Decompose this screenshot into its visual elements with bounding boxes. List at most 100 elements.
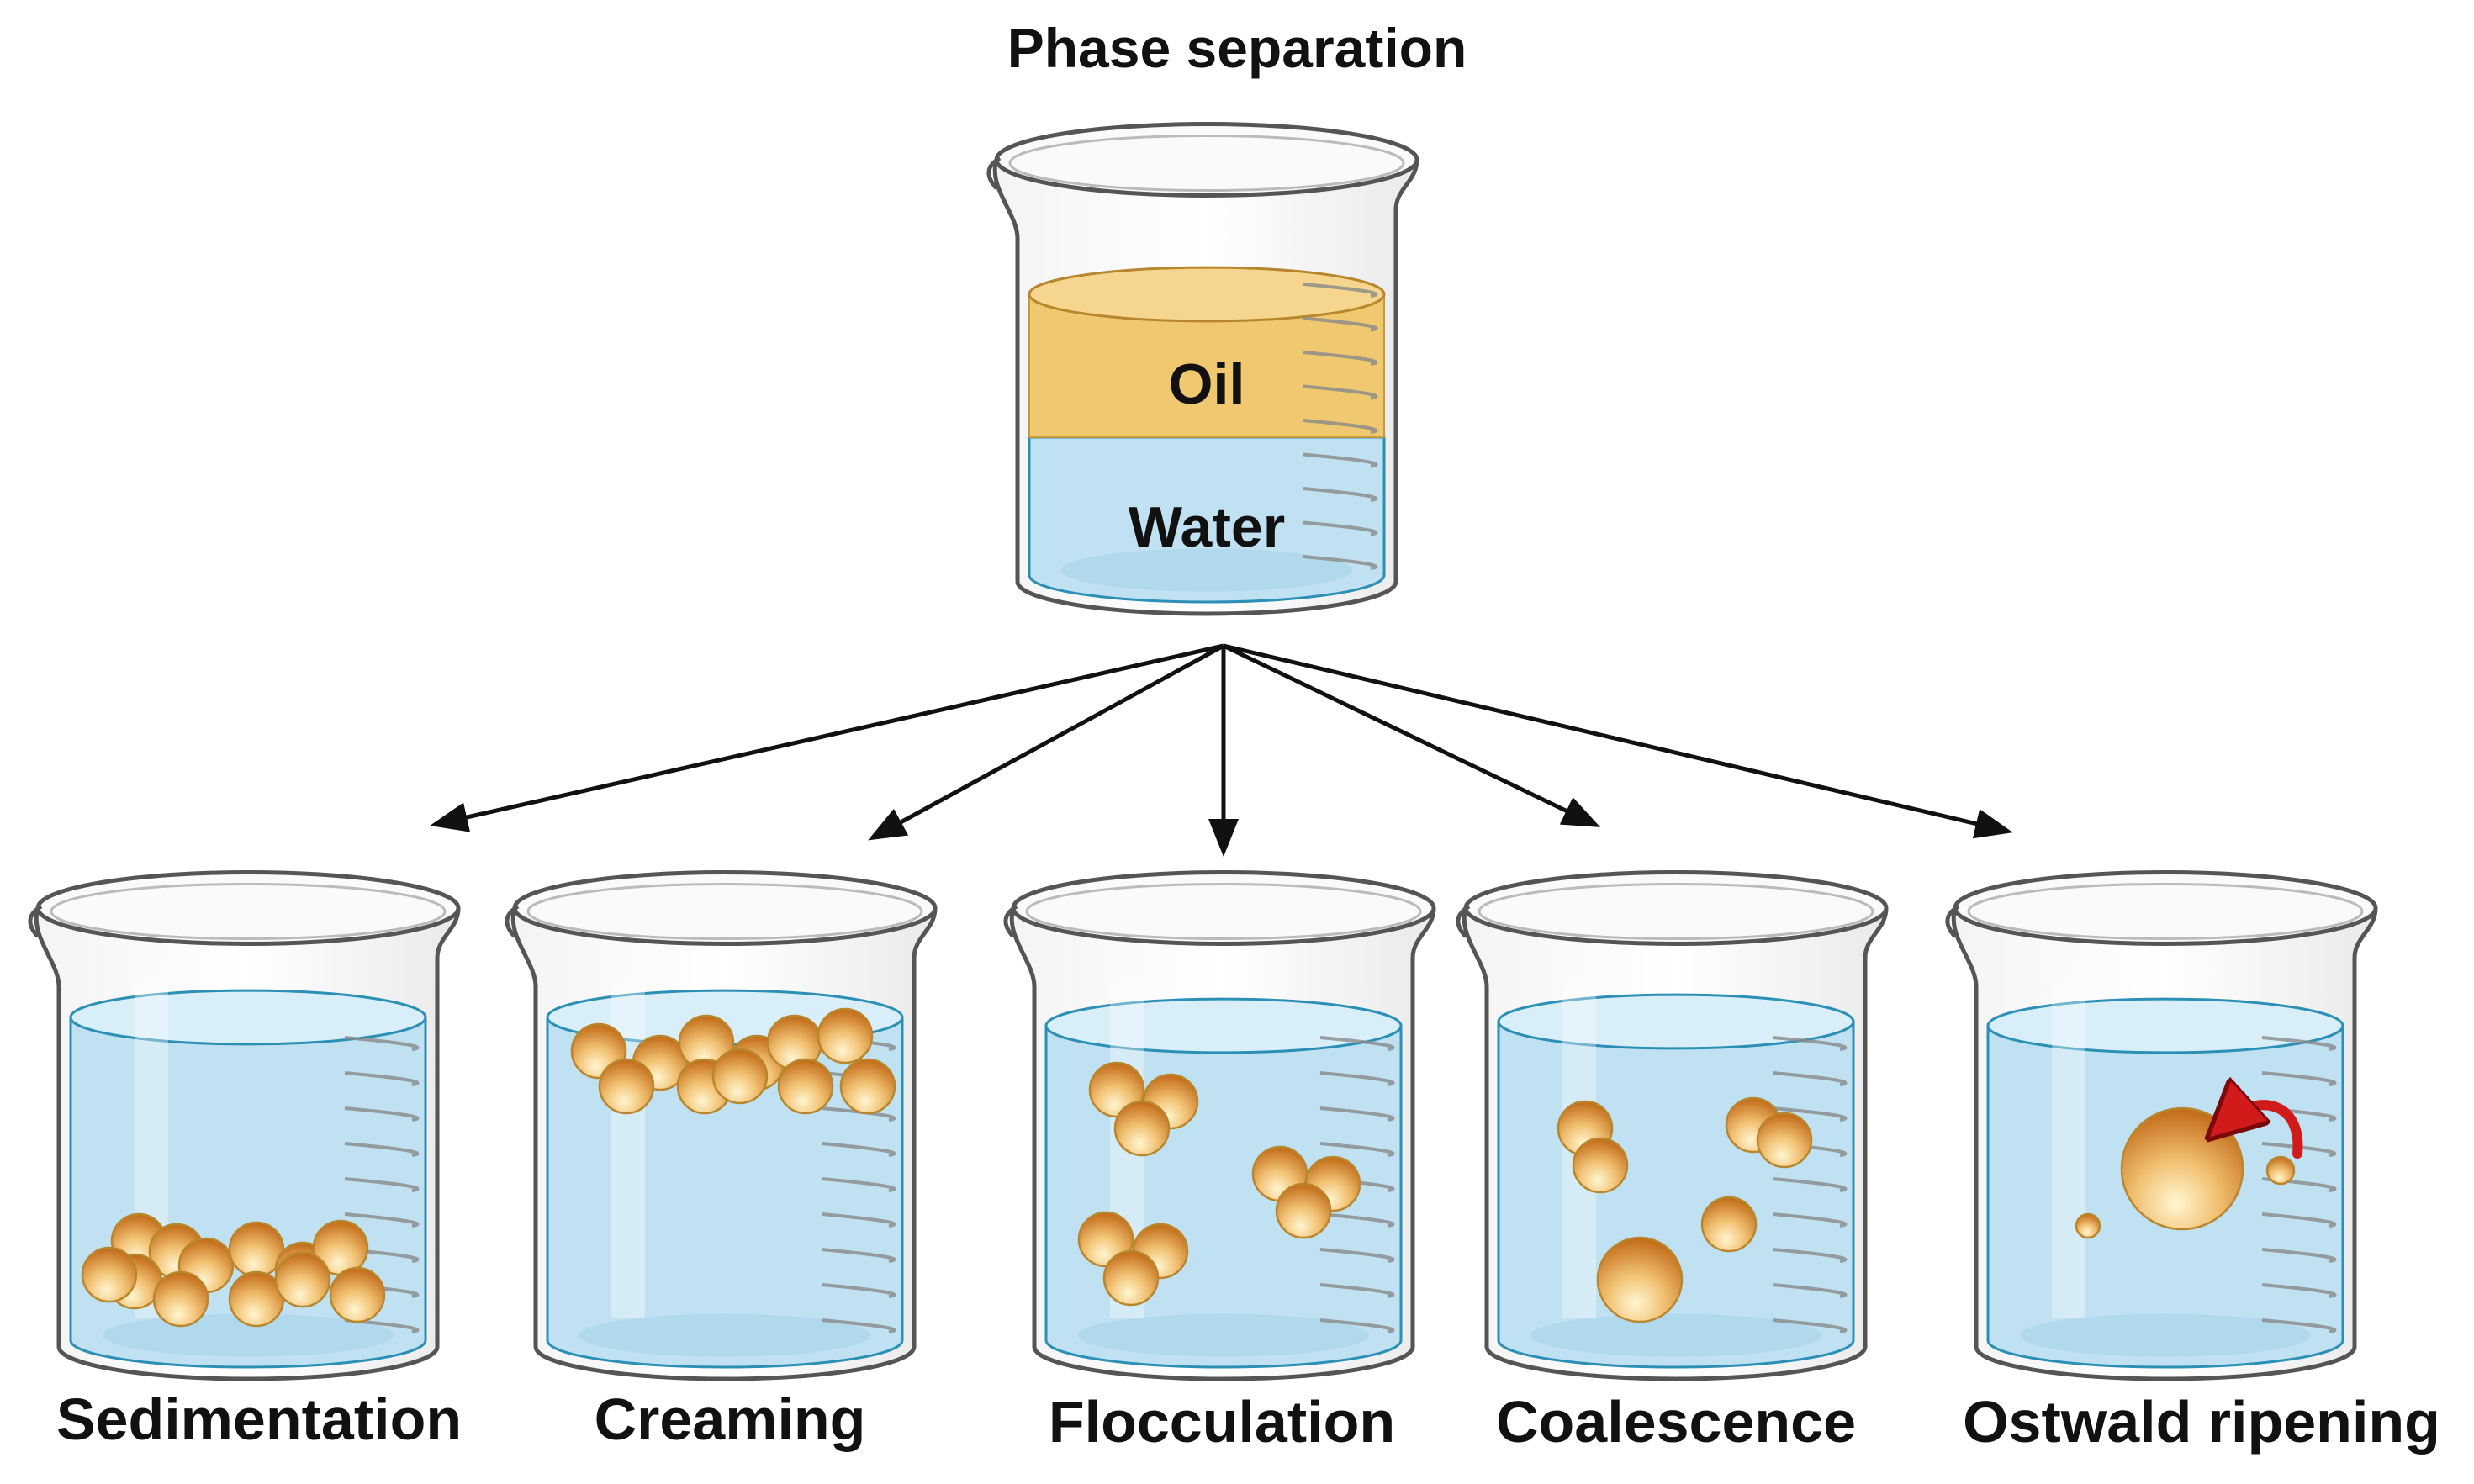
label-ostwald-ripening: Ostwald ripening: [1963, 1389, 2440, 1455]
beaker-rim-inner: [1967, 883, 2364, 940]
oil-droplet: [2265, 1155, 2296, 1186]
oil-droplet: [329, 1266, 386, 1323]
graduation-mark: [821, 1106, 896, 1122]
oil-droplet: [1596, 1236, 1684, 1323]
beaker-spout: [1945, 904, 1960, 938]
beaker-spout: [28, 904, 43, 938]
graduation-mark: [821, 1212, 896, 1228]
graduation-mark: [1772, 1248, 1848, 1263]
graduation-mark: [2261, 1036, 2337, 1051]
oil-surface: [1028, 266, 1386, 323]
graduation-mark: [344, 1036, 420, 1051]
beaker-spout: [505, 904, 520, 938]
graduation-mark: [1303, 351, 1378, 366]
oil-droplet: [1756, 1112, 1813, 1169]
graduation-mark: [2261, 1248, 2337, 1263]
label-flocculation: Flocculation: [1049, 1389, 1395, 1455]
graduation-mark: [1772, 1106, 1848, 1122]
oil-droplet: [711, 1048, 769, 1105]
graduation-mark: [821, 1177, 896, 1192]
beaker-creaming: [505, 870, 938, 1381]
graduation-mark: [1303, 419, 1378, 434]
graduation-mark: [1319, 1106, 1395, 1122]
graduation-mark: [1319, 1248, 1395, 1263]
beaker-bottom-shade: [579, 1313, 871, 1357]
graduation-mark: [1772, 1036, 1848, 1051]
beaker-flocculation: [1003, 870, 1436, 1381]
oil-droplet: [1275, 1182, 1332, 1239]
water-surface: [69, 989, 427, 1046]
beaker-bottom-shade: [1530, 1313, 1822, 1357]
oil-droplet: [777, 1058, 834, 1115]
arrow-to-creaming: [868, 643, 1225, 841]
beaker-spout: [1456, 904, 1471, 938]
beaker-ostwald-ripening: [1945, 870, 2378, 1381]
graduation-mark: [1319, 1036, 1395, 1051]
beaker-rim-inner: [1008, 135, 1405, 192]
water-surface: [1497, 993, 1855, 1050]
beaker-bottom-shade: [2019, 1313, 2312, 1357]
graduation-mark: [344, 1212, 420, 1228]
graduation-mark: [1303, 452, 1378, 468]
water-surface: [1044, 997, 1403, 1054]
oil-label: Oil: [1169, 352, 1245, 416]
glass-highlight: [2052, 980, 2085, 1319]
beaker-coalescence: [1456, 870, 1889, 1381]
arrow-to-ostwald-ripening: [1223, 643, 2013, 839]
graduation-mark: [821, 1142, 896, 1157]
graduation-mark: [2261, 1071, 2337, 1086]
graduation-mark: [1303, 283, 1378, 298]
oil-droplet: [1113, 1100, 1171, 1157]
ripening-arrow: [2228, 1105, 2303, 1159]
graduation-mark: [1303, 520, 1378, 536]
graduation-mark: [2261, 1318, 2337, 1333]
oil-droplet: [598, 1058, 655, 1115]
beaker-spout: [986, 156, 1002, 190]
graduation-mark: [2261, 1142, 2337, 1157]
graduation-mark: [1772, 1318, 1848, 1333]
graduation-mark: [1303, 316, 1378, 332]
water-surface: [1986, 997, 2344, 1054]
arrow-to-sedimentation: [430, 643, 1224, 832]
graduation-mark: [1319, 1212, 1395, 1228]
graduation-mark: [2261, 1283, 2337, 1298]
split-arrows: [430, 643, 2013, 857]
oil-droplet: [1102, 1249, 1160, 1307]
graduation-mark: [344, 1177, 420, 1192]
beaker-rim-inner: [1025, 883, 1422, 940]
oil-droplet: [839, 1058, 896, 1115]
oil-droplet: [81, 1246, 138, 1303]
oil-droplet: [274, 1251, 331, 1308]
graduation-mark: [821, 1318, 896, 1333]
graduation-mark: [1303, 555, 1378, 570]
label-creaming: Creaming: [595, 1386, 866, 1452]
beaker-rim-inner: [526, 883, 923, 940]
graduation-mark: [344, 1071, 420, 1086]
graduation-mark: [1319, 1283, 1395, 1298]
graduation-mark: [1319, 1071, 1395, 1086]
oil-droplet: [1700, 1196, 1758, 1253]
graduation-mark: [821, 1283, 896, 1298]
graduation-mark: [344, 1142, 420, 1157]
graduation-mark: [1772, 1283, 1848, 1298]
graduation-mark: [1303, 384, 1378, 400]
oil-droplet: [2120, 1106, 2244, 1231]
graduation-mark: [1319, 1142, 1395, 1157]
water-label: Water: [1129, 495, 1285, 559]
graduation-mark: [821, 1248, 896, 1263]
arrow-to-coalescence: [1222, 643, 1601, 827]
beaker-rim-inner: [50, 883, 447, 940]
graduation-mark: [344, 1106, 420, 1122]
graduation-mark: [1319, 1318, 1395, 1333]
label-coalescence: Coalescence: [1496, 1389, 1856, 1455]
oil-droplet: [817, 1007, 874, 1064]
beaker-spout: [1003, 904, 1018, 938]
graduation-mark: [1772, 1212, 1848, 1228]
graduation-mark: [1303, 487, 1378, 502]
beaker-bottom-shade: [1077, 1313, 1370, 1357]
beaker-bottom-shade: [1060, 548, 1353, 592]
beaker-rim-inner: [1478, 883, 1874, 940]
